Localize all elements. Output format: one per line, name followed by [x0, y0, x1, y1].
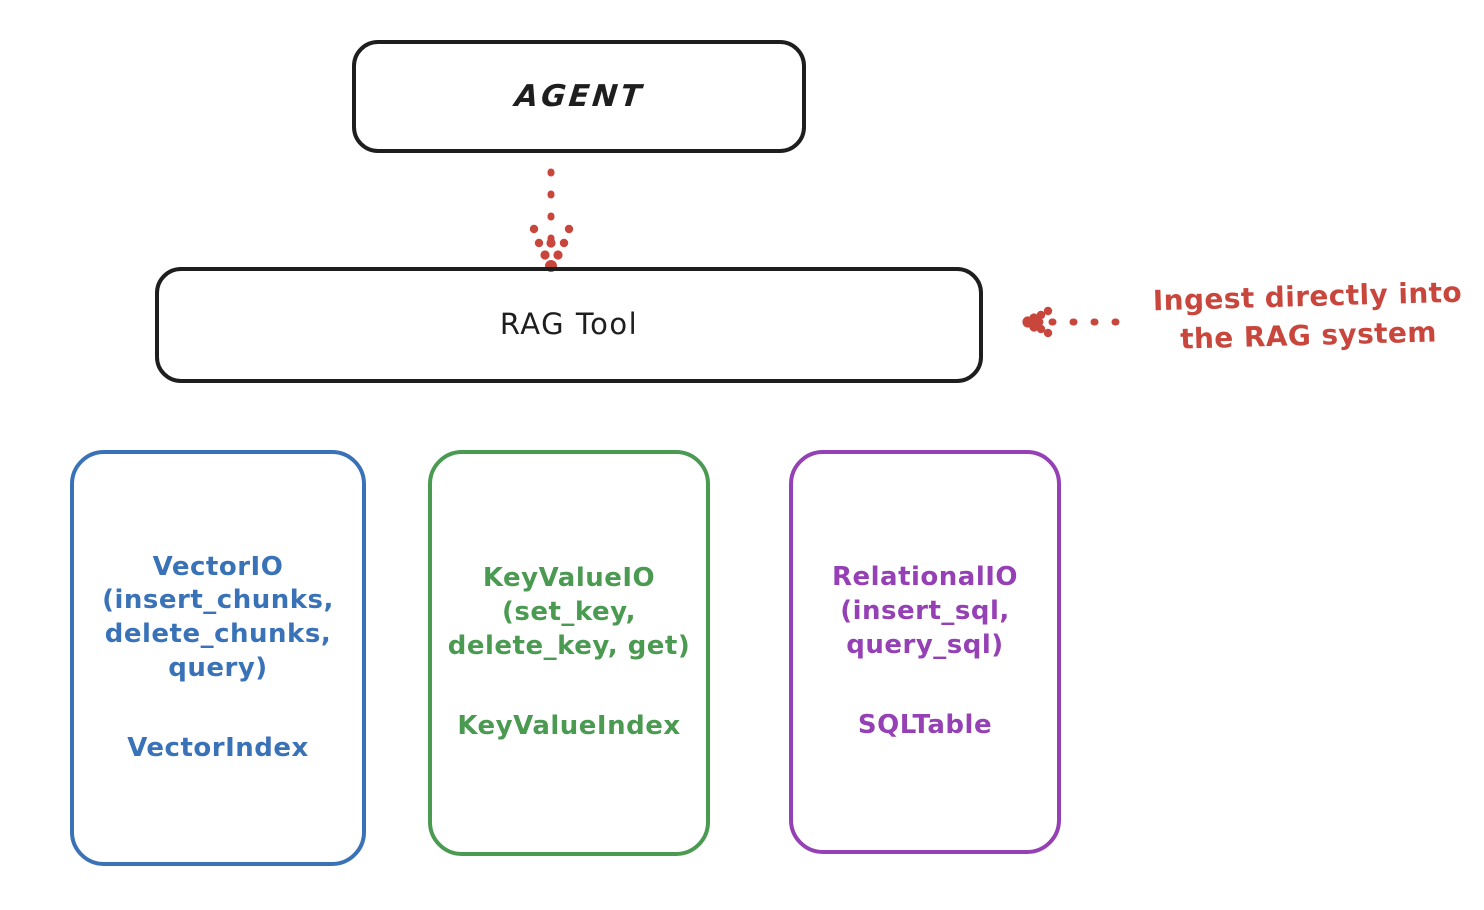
node-relational-io-api-label: RelationalIO (insert_sql, query_sql) — [831, 562, 1019, 660]
node-key-value-io-api-label: KeyValueIO (set_key, delete_key, get) — [447, 563, 691, 661]
node-rag-tool[interactable]: RAG Tool — [155, 267, 983, 383]
node-vector-io[interactable]: VectorIO (insert_chunks, delete_chunks, … — [70, 450, 366, 866]
node-agent[interactable]: AGENT — [352, 40, 806, 153]
node-vector-io-index-label: VectorIndex — [127, 732, 309, 763]
node-key-value-io[interactable]: KeyValueIO (set_key, delete_key, get) Ke… — [428, 450, 710, 856]
node-agent-label: AGENT — [512, 79, 646, 114]
annotation-ingest-directly: Ingest directly into the RAG system — [1152, 275, 1463, 356]
connector-ingest-to-rag-tool — [1022, 306, 1138, 338]
node-vector-io-api-label: VectorIO (insert_chunks, delete_chunks, … — [102, 551, 334, 683]
node-key-value-io-index-label: KeyValueIndex — [457, 710, 681, 741]
node-rag-tool-label: RAG Tool — [499, 307, 639, 342]
node-relational-io-index-label: SQLTable — [857, 709, 993, 740]
connector-agent-to-rag-tool — [529, 168, 574, 272]
node-relational-io[interactable]: RelationalIO (insert_sql, query_sql) SQL… — [789, 450, 1061, 854]
